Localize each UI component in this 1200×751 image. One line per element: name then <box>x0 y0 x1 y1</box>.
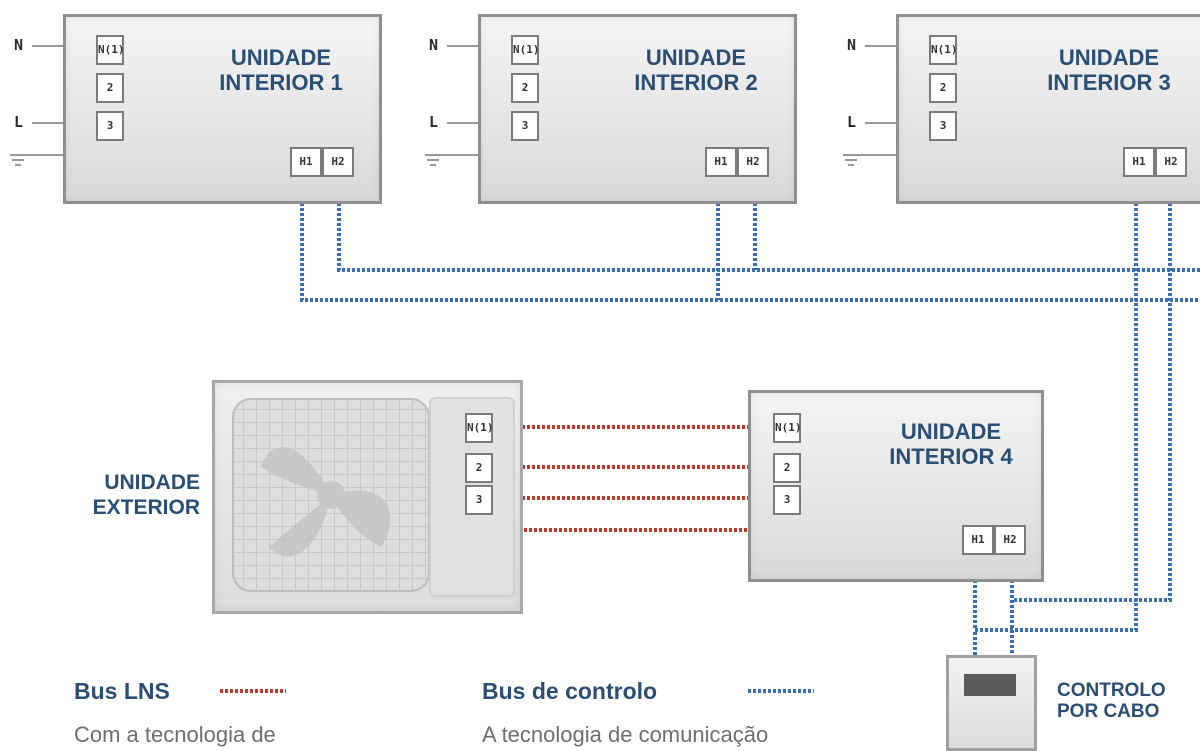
indoor-unit-2-label-l: L <box>429 113 439 131</box>
indoor-unit-4-terminal-3: 3 <box>773 485 801 515</box>
indoor-unit-1-terminal-n: N(1) <box>96 35 125 65</box>
control-bus-lines <box>300 178 1200 655</box>
outdoor-unit-terminal-3: 3 <box>465 485 493 515</box>
wired-remote <box>946 655 1037 751</box>
indoor-unit-2-title: UNIDADE INTERIOR 2 <box>634 45 758 95</box>
legend-control-title: Bus de controlo <box>482 678 658 704</box>
indoor-unit-4: UNIDADE INTERIOR 4 N(1) 2 3 H1 H2 <box>748 390 1044 582</box>
outdoor-unit-title: UNIDADE EXTERIOR <box>92 471 200 519</box>
indoor-unit-4-terminal-2: 2 <box>773 453 801 483</box>
indoor-unit-1-title: UNIDADE INTERIOR 1 <box>219 45 343 95</box>
indoor-unit-3-terminal-n: N(1) <box>929 35 958 65</box>
indoor-unit-3-label-n: N <box>847 36 857 54</box>
control-bus-branch-3b <box>1010 178 1172 655</box>
indoor-unit-4-terminal-h2: H2 <box>994 525 1026 555</box>
indoor-unit-4-terminal-h1: H1 <box>962 525 994 555</box>
control-bus-line-h1 <box>300 178 1200 302</box>
indoor-unit-2-terminal-3: 3 <box>511 111 539 141</box>
outdoor-unit-terminal-2: 2 <box>465 453 493 483</box>
indoor-unit-2-terminal-h2: H2 <box>737 147 769 177</box>
indoor-unit-4-title: UNIDADE INTERIOR 4 <box>889 419 1013 469</box>
indoor-unit-3-label-l: L <box>847 113 857 131</box>
indoor-unit-1-terminal-h2: H2 <box>322 147 354 177</box>
indoor-unit-3-title: UNIDADE INTERIOR 3 <box>1047 45 1171 95</box>
remote-screen <box>964 674 1016 696</box>
indoor-unit-1: UNIDADE INTERIOR 1 N(1) 2 3 H1 H2 <box>63 14 382 204</box>
indoor-unit-3-terminal-h1: H1 <box>1123 147 1155 177</box>
lns-line-earth <box>482 528 787 560</box>
indoor-unit-4-terminal-n: N(1) <box>773 413 802 443</box>
indoor-unit-2-terminal-h1: H1 <box>705 147 737 177</box>
indoor-unit-1-terminal-h1: H1 <box>290 147 322 177</box>
lns-bus-lines <box>482 425 787 560</box>
fan-grille-icon <box>232 398 430 592</box>
indoor-unit-1-label-l: L <box>14 113 24 131</box>
indoor-unit-3-terminal-3: 3 <box>929 111 957 141</box>
indoor-unit-1-label-n: N <box>14 36 24 54</box>
legend-control-text: A tecnologia de comunicação <box>482 722 769 747</box>
indoor-unit-3-terminal-h2: H2 <box>1155 147 1187 177</box>
legend-control-swatch <box>748 689 814 693</box>
legend-lns-swatch <box>220 689 286 693</box>
indoor-unit-3-terminal-2: 2 <box>929 73 957 103</box>
indoor-unit-2-terminal-n: N(1) <box>511 35 540 65</box>
outdoor-unit: N(1) 2 3 <box>212 380 523 614</box>
control-bus-line-h2 <box>337 178 1200 272</box>
indoor-unit-2-terminal-2: 2 <box>511 73 539 103</box>
remote-title: CONTROLO POR CABO <box>1057 680 1166 722</box>
outdoor-unit-terminal-n: N(1) <box>465 413 494 443</box>
indoor-unit-3: UNIDADE INTERIOR 3 N(1) 2 3 H1 H2 <box>896 14 1200 204</box>
indoor-unit-2-label-n: N <box>429 36 439 54</box>
legend-lns-title: Bus LNS <box>74 678 170 704</box>
legend-lns-text: Com a tecnologia de <box>74 722 276 747</box>
indoor-unit-1-terminal-2: 2 <box>96 73 124 103</box>
indoor-unit-1-terminal-3: 3 <box>96 111 124 141</box>
control-bus-branch-3a <box>973 178 1138 655</box>
indoor-unit-2: UNIDADE INTERIOR 2 N(1) 2 3 H1 H2 <box>478 14 797 204</box>
